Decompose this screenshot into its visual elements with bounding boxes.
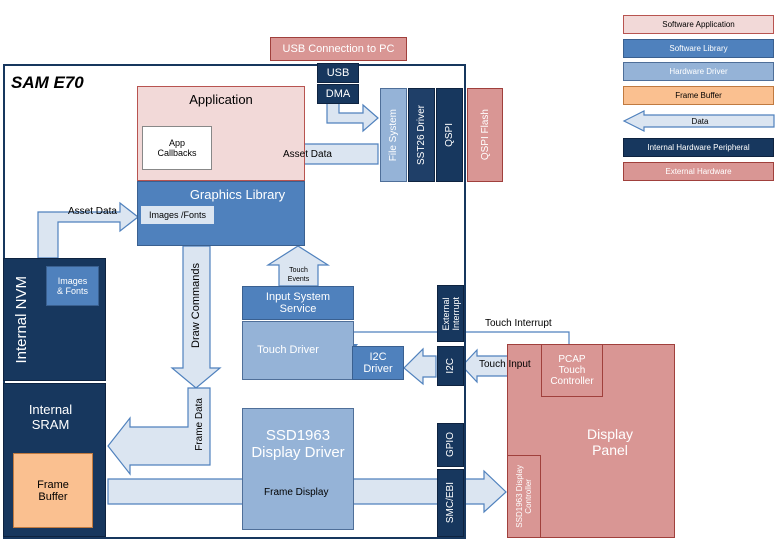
touch-events-label: Touch Events xyxy=(287,267,310,283)
usb-box: USB xyxy=(317,63,359,83)
file-system-label: File System xyxy=(388,108,399,162)
qspi-label: QSPI xyxy=(444,123,455,147)
sst26-driver-label: SST26 Driver xyxy=(416,104,427,165)
input-system-service-box: Input System Service xyxy=(242,286,354,320)
frame-data-label: Frame Data xyxy=(193,398,205,451)
touch-events-arrow xyxy=(265,245,331,287)
i2c-driver-box: I2C Driver xyxy=(352,346,404,380)
draw-commands-label: Draw Commands xyxy=(190,262,202,348)
ssd1963-display-controller-box: SSD1963 Display Controller xyxy=(507,455,541,538)
sst26-driver-box: SST26 Driver xyxy=(408,88,435,182)
frame-data-label-wrap: Frame Data xyxy=(188,392,210,457)
frame-buffer-box: Frame Buffer xyxy=(13,453,93,528)
legend-external-hardware: External Hardware xyxy=(623,162,774,181)
legend-software-library: Software Library xyxy=(623,39,774,58)
graphics-library-label: Graphics Library xyxy=(189,186,286,202)
qspi-flash-label: QSPI Flash xyxy=(479,109,491,161)
file-system-box: File System xyxy=(380,88,407,182)
asset-data-nvm-label: Asset Data xyxy=(68,206,117,217)
legend-hardware-driver: Hardware Driver xyxy=(623,62,774,81)
legend-internal-hardware-peripheral: Internal Hardware Peripheral xyxy=(623,138,774,157)
internal-nvm-label-wrap: Internal NVM xyxy=(5,262,37,377)
display-panel-label: Display Panel xyxy=(587,426,633,458)
dma-to-filesystem-arrow xyxy=(326,102,379,133)
qspi-flash-box: QSPI Flash xyxy=(467,88,503,182)
sam-chip-title: SAM E70 xyxy=(11,73,84,92)
touch-driver-box xyxy=(242,321,354,380)
smc-ebi-box: SMC/EBI xyxy=(437,469,464,537)
draw-commands-label-wrap: Draw Commands xyxy=(185,250,207,360)
qspi-box: QSPI xyxy=(436,88,463,182)
asset-data-nvm-arrow xyxy=(37,201,139,259)
touch-interrupt-label: Touch Interrupt xyxy=(485,318,552,329)
asset-data-fs-label: Asset Data xyxy=(283,149,332,160)
pcap-touch-controller-box: PCAP Touch Controller xyxy=(541,344,603,397)
nvm-images-fonts-box: Images & Fonts xyxy=(46,266,99,306)
ssd1963-display-driver-box: SSD1963 Display Driver xyxy=(242,408,354,530)
frame-display-label: Frame Display xyxy=(264,487,329,498)
ssd1963-display-controller-label: SSD1963 Display Controller xyxy=(515,465,533,528)
legend-software-application: Software Application xyxy=(623,15,774,34)
i2c-box: I2C xyxy=(437,346,464,386)
app-callbacks-box: App Callbacks xyxy=(142,126,212,170)
images-fonts-lib-box: Images /Fonts xyxy=(140,205,215,225)
gpio-box: GPIO xyxy=(437,423,464,467)
internal-sram-label: Internal SRAM xyxy=(28,402,73,432)
touch-input-label: Touch Input xyxy=(479,359,531,370)
touch-driver-label: Touch Driver xyxy=(257,344,319,356)
legend-data-arrow xyxy=(622,110,775,132)
legend-frame-buffer: Frame Buffer xyxy=(623,86,774,105)
dma-box: DMA xyxy=(317,84,359,104)
internal-nvm-label: Internal NVM xyxy=(12,275,30,364)
frame-data-arrow xyxy=(107,387,211,476)
external-interrupt-box: External Interrupt xyxy=(437,285,464,342)
external-interrupt-label: External Interrupt xyxy=(440,296,461,331)
i2c-to-driver-arrow xyxy=(403,347,437,386)
application-label: Application xyxy=(189,91,253,107)
i2c-label: I2C xyxy=(445,358,456,374)
draw-commands-arrow xyxy=(170,245,222,389)
usb-connection-box: USB Connection to PC xyxy=(270,37,407,61)
gpio-label: GPIO xyxy=(445,432,456,458)
smc-ebi-label: SMC/EBI xyxy=(445,482,456,524)
legend-data-label: Data xyxy=(691,116,709,126)
